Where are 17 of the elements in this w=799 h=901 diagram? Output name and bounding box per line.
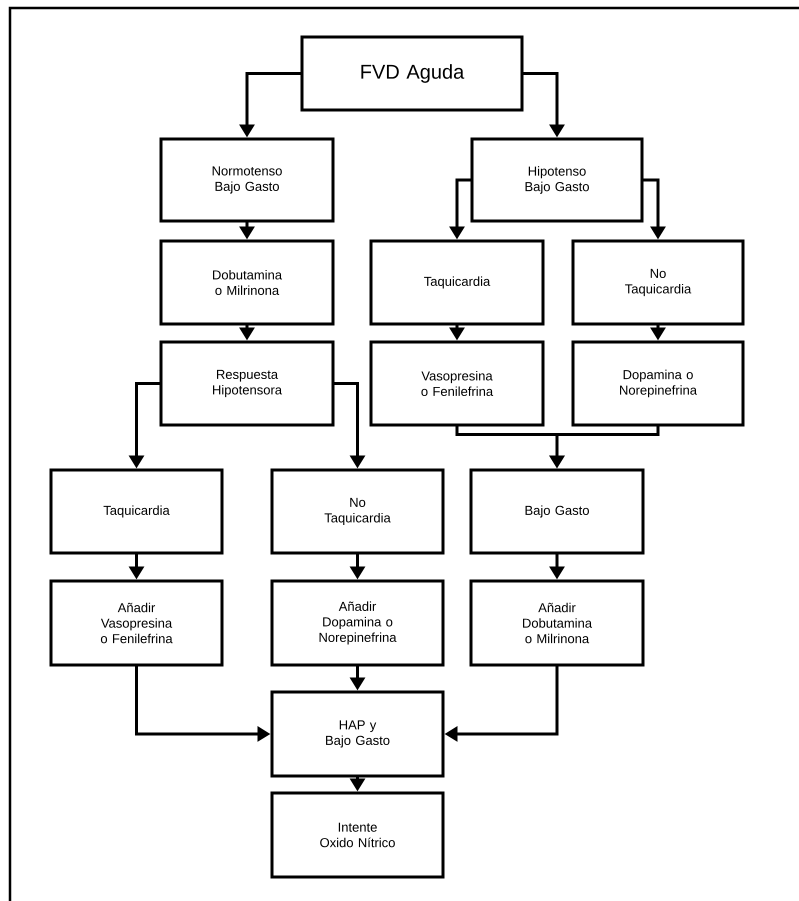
process-box: Hipotenso Bajo Gasto: [470, 138, 644, 222]
process-box: Añadir Dobutamina o Milrinona: [470, 580, 644, 666]
process-box: HAP y Bajo Gasto: [270, 690, 444, 778]
process-box: Intente Oxido Nítrico: [270, 792, 444, 878]
process-box: Añadir Dopamina o Norepinefrina: [270, 580, 444, 666]
process-box: FVD Aguda: [300, 36, 524, 112]
process-box: No Taquicardia: [270, 468, 444, 554]
process-box: Bajo Gasto: [470, 468, 644, 554]
process-box: Vasopresina o Fenilefrina: [370, 340, 544, 426]
process-box: No Taquicardia: [572, 240, 744, 326]
process-box: Normotenso Bajo Gasto: [160, 138, 334, 222]
process-box: Taquicardia: [370, 240, 544, 326]
process-box: Dobutamina o Milrinona: [160, 240, 334, 326]
process-box: Añadir Vasopresina o Fenilefrina: [50, 580, 224, 666]
process-box: Taquicardia: [50, 468, 224, 554]
process-box: Dopamina o Norepinefrina: [572, 340, 744, 426]
process-box: Respuesta Hipotensora: [160, 340, 334, 426]
